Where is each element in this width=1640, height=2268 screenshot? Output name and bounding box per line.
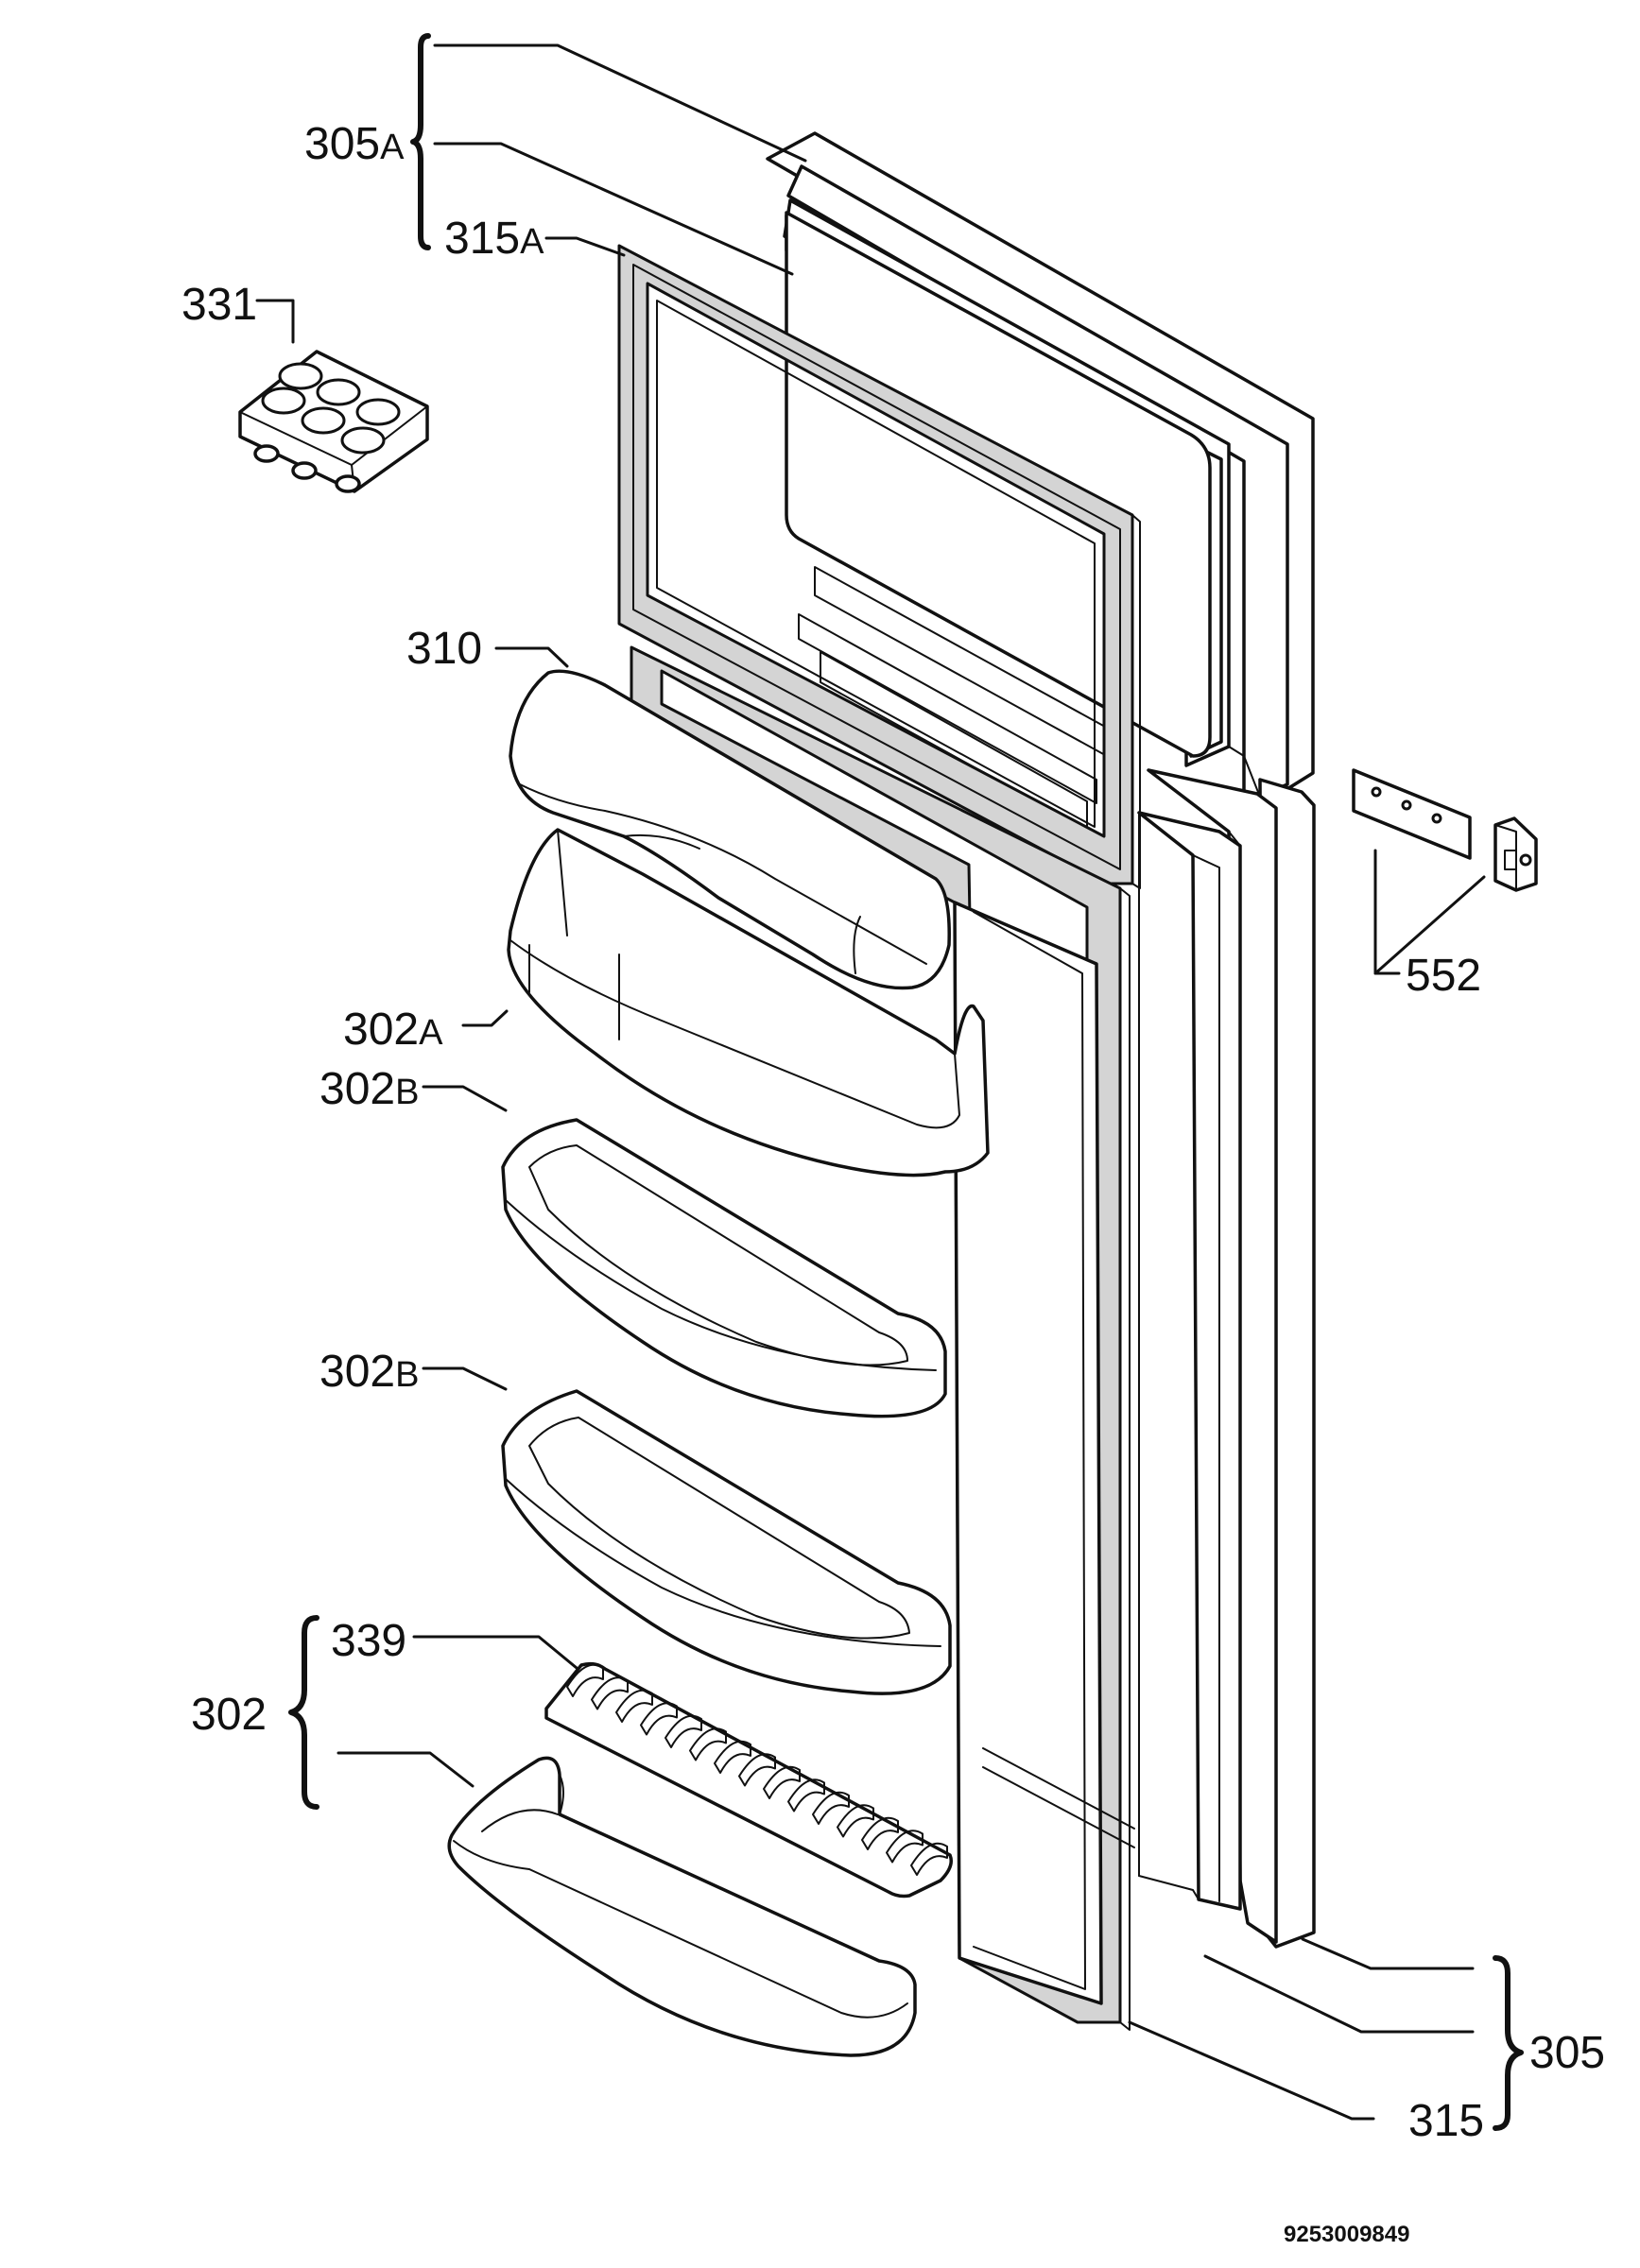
door-balcony-302a [507,828,990,1177]
fridge-door-gasket-315 [630,645,1135,2031]
retainer-slot [738,1753,776,1787]
retainer-slot [566,1663,604,1697]
door-balcony-302b-upper [501,1118,947,1418]
retainer-slot [910,1842,948,1876]
retainer-slot [591,1676,629,1710]
door-balcony-302b-lower [501,1389,952,1695]
label-339: 339 [331,1616,406,1666]
retainer-slot [763,1765,801,1799]
label-braces [288,33,1524,2131]
leader-lines [255,43,1486,2121]
retainer-slot [640,1702,678,1736]
label-315a: 315A [444,214,544,264]
egg-tray-331 [238,350,429,493]
label-305a: 305A [304,119,405,169]
retainer-slot [812,1791,850,1825]
dairy-compartment-310 [509,669,951,990]
part-labels: 305A 315A 331 310 302A 302B 302B 339 302… [181,119,1605,2247]
retainer-slot [615,1689,653,1723]
bottle-retainer-339 [544,1661,953,1899]
retainer-slot [787,1778,825,1813]
freezer-door-gasket-315a [617,244,1141,889]
retainer-slot [689,1727,727,1761]
label-315: 315 [1408,2096,1484,2146]
label-302a: 302A [343,1005,443,1055]
label-305: 305 [1529,2028,1605,2078]
label-331: 331 [181,280,257,330]
retainer-slot [886,1830,924,1864]
retainer-slot [837,1804,874,1838]
retainer-slot [861,1816,899,1850]
door-balcony-302-bottom [447,1756,917,2057]
retainer-slot [665,1714,702,1748]
retainer-slot [714,1740,751,1774]
label-302b-upper: 302B [319,1064,419,1114]
label-310: 310 [406,624,482,674]
label-302b-lower: 302B [319,1347,419,1397]
fridge-door-305 [1137,768,1316,1949]
label-302: 302 [191,1690,267,1740]
bottle-retainer-slots [566,1663,948,1876]
label-552: 552 [1406,951,1481,1001]
hinge-cover-552 [1352,768,1538,892]
drawing-code: 9253009849 [1284,2222,1409,2247]
